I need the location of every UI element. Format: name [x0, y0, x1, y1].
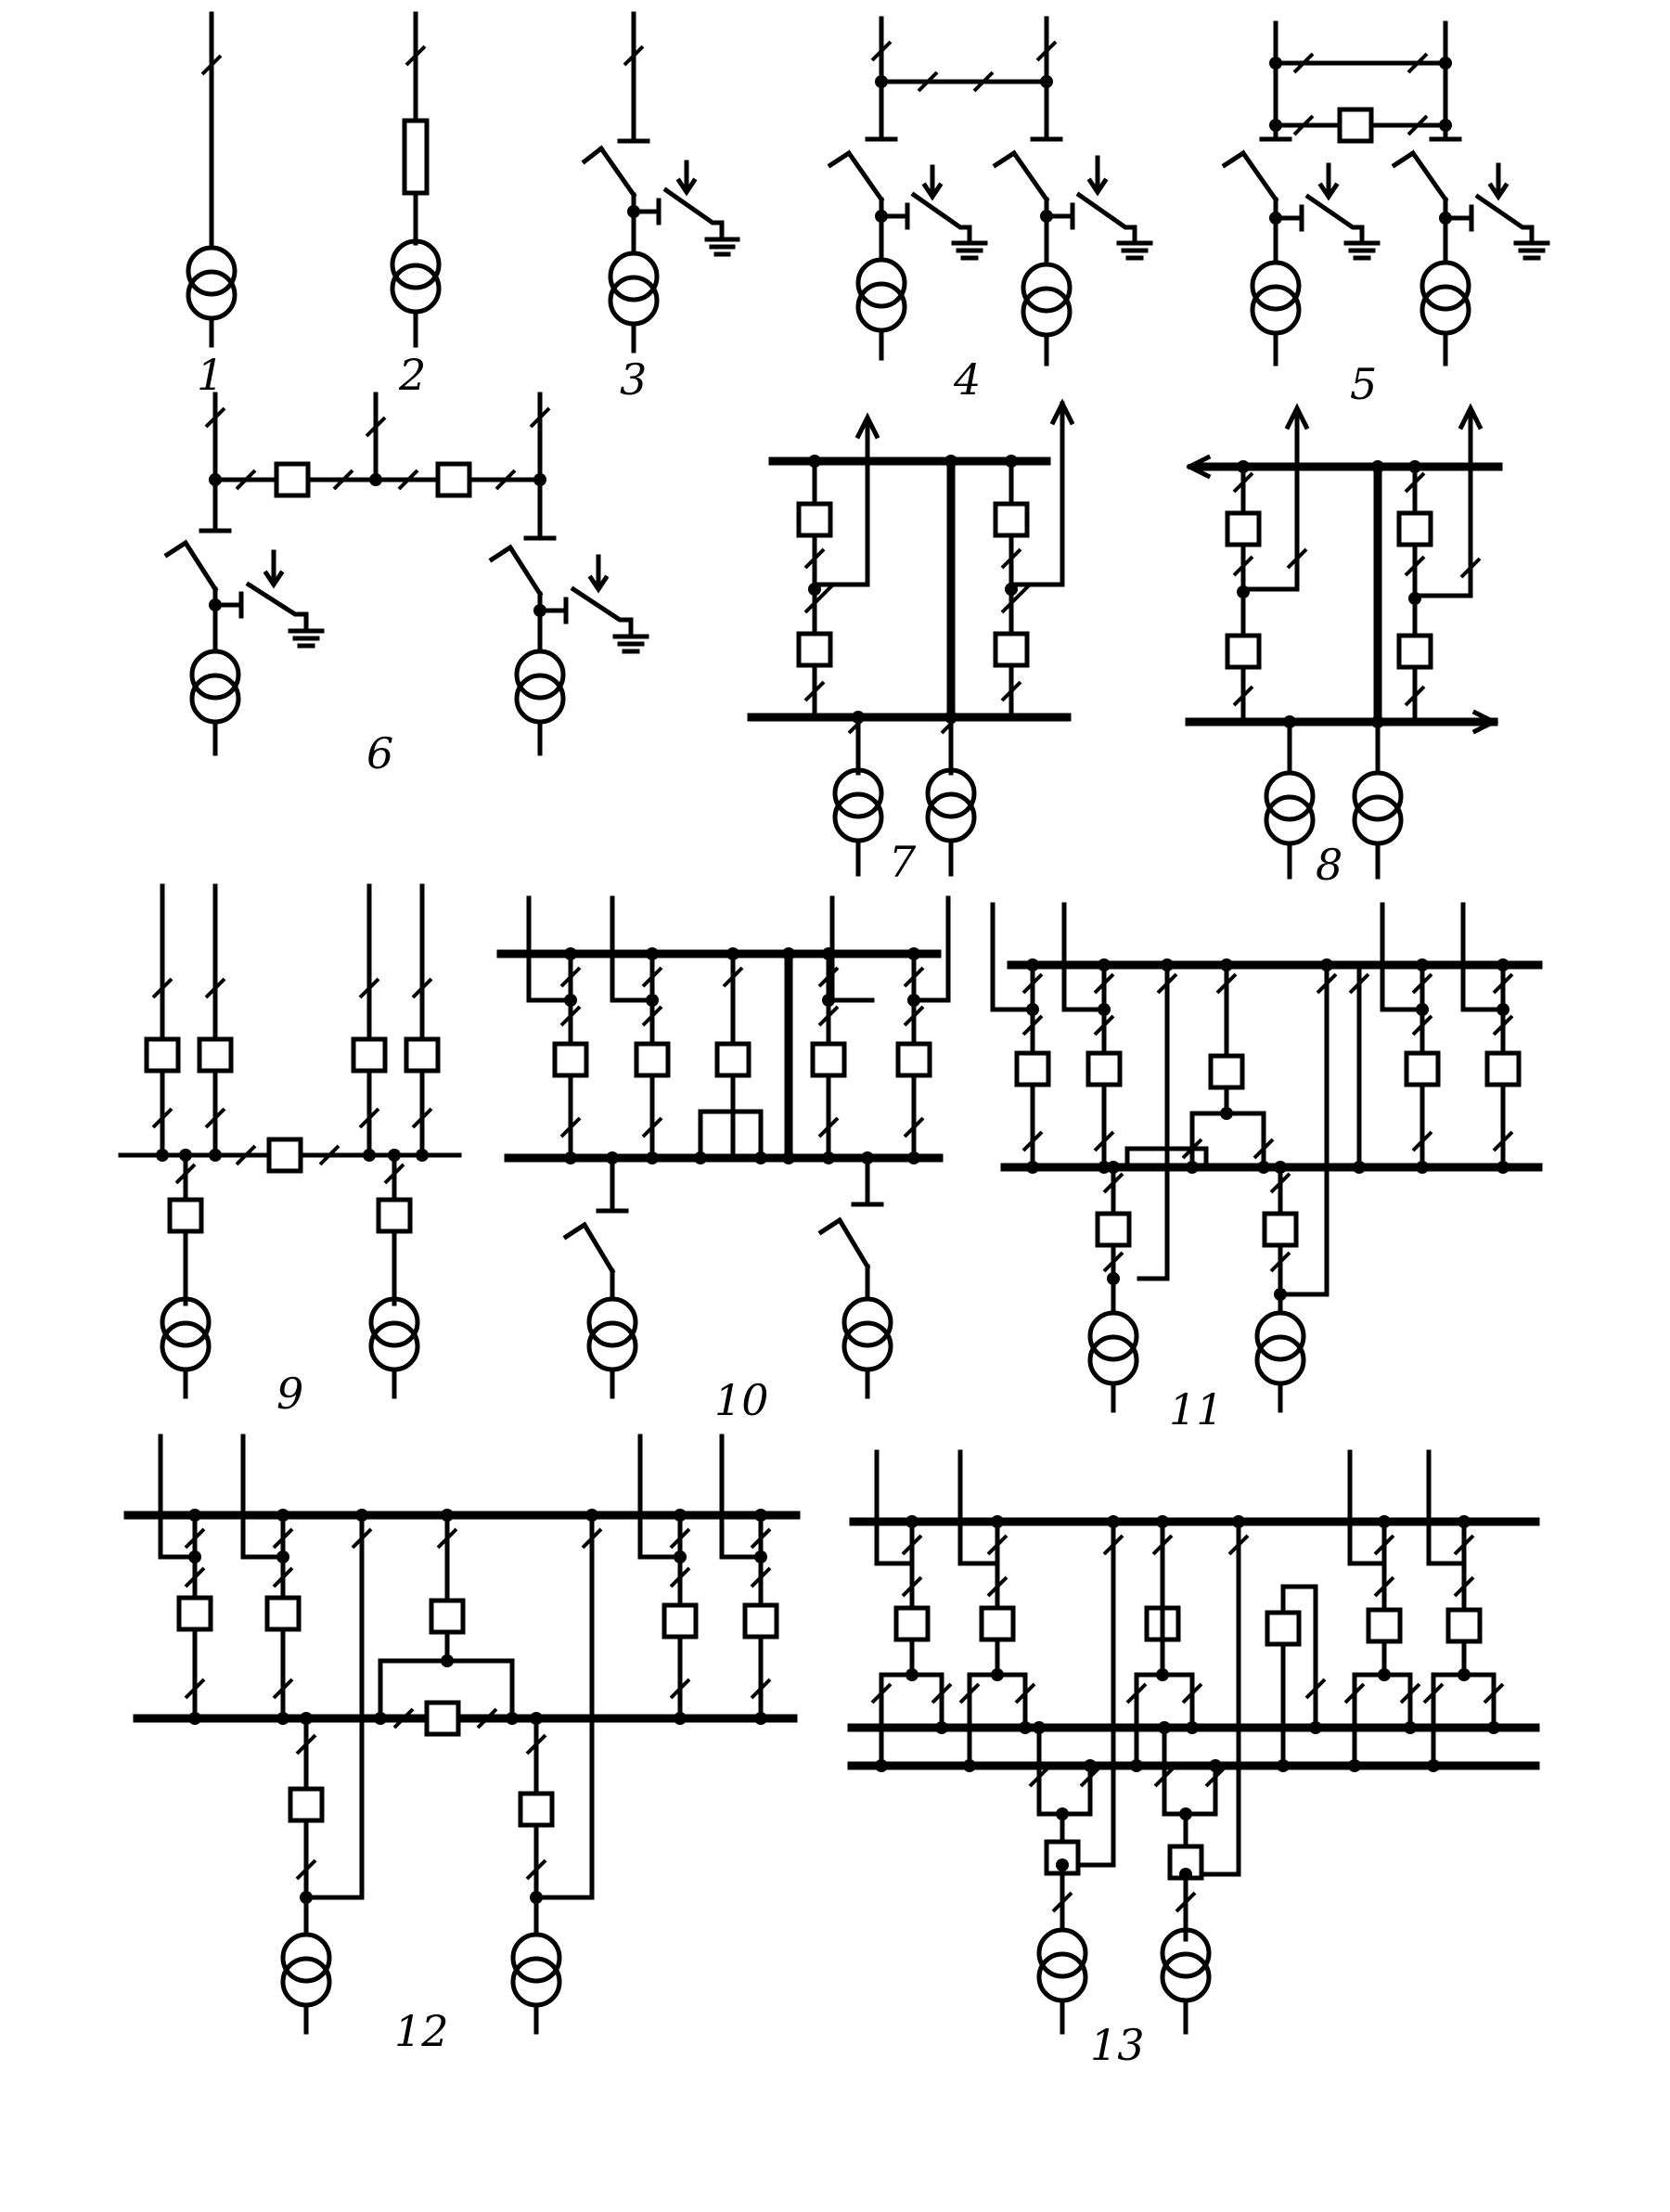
- label-scheme-9: 9: [276, 1369, 303, 1419]
- scheme-1: [186, 11, 238, 348]
- scheme-2: [390, 11, 442, 348]
- breaker-icon: [893, 1605, 931, 1642]
- label-scheme-7: 7: [889, 837, 917, 887]
- breaker-icon: [1337, 107, 1374, 144]
- breaker-icon: [176, 1595, 213, 1632]
- breaker-icon: [1086, 1050, 1123, 1087]
- breaker-icon: [1265, 1610, 1302, 1647]
- breaker-icon: [714, 1041, 752, 1078]
- breaker-icon: [993, 501, 1030, 538]
- label-scheme-1: 1: [197, 350, 224, 400]
- breaker-icon: [264, 1595, 302, 1632]
- breaker-icon: [167, 1197, 204, 1234]
- scheme-7: [747, 398, 1075, 877]
- breaker-icon: [634, 1041, 671, 1078]
- scheme-12: [123, 1434, 801, 2035]
- breaker-icon: [1404, 1050, 1441, 1087]
- label-scheme-12: 12: [394, 2006, 449, 2056]
- breaker-icon: [1225, 633, 1262, 670]
- breaker-icon: [266, 1137, 303, 1174]
- label-scheme-3: 3: [620, 354, 647, 405]
- scheme-13: [847, 1449, 1540, 2035]
- scheme-4: [827, 16, 1153, 367]
- breaker-icon: [429, 1598, 466, 1635]
- label-scheme-4: 4: [953, 354, 981, 405]
- breaker-icon: [274, 461, 311, 498]
- label-scheme-11: 11: [1169, 1384, 1224, 1434]
- breaker-icon: [979, 1605, 1016, 1642]
- label-scheme-13: 13: [1090, 2020, 1145, 2070]
- breaker-icon: [742, 1602, 779, 1640]
- label-scheme-2: 2: [398, 350, 426, 400]
- scheme-9: [118, 883, 462, 1399]
- breaker-icon: [424, 1700, 461, 1737]
- breaker-icon: [895, 1041, 932, 1078]
- label-scheme-6: 6: [366, 728, 393, 778]
- breaker-icon: [435, 461, 472, 498]
- scheme-10: [496, 895, 951, 1399]
- breaker-icon: [1445, 1607, 1483, 1644]
- breaker-icon: [796, 631, 833, 668]
- breaker-icon: [1225, 510, 1262, 547]
- breaker-icon: [1484, 1050, 1522, 1087]
- breaker-icon: [993, 631, 1030, 668]
- breaker-icon: [1095, 1211, 1132, 1248]
- breaker-icon: [144, 1036, 181, 1074]
- breaker-icon: [662, 1602, 699, 1640]
- breaker-icon: [518, 1791, 555, 1828]
- label-scheme-5: 5: [1350, 359, 1377, 409]
- scheme-3: [581, 11, 740, 354]
- transformer-icon: [186, 245, 238, 321]
- breaker-icon: [351, 1036, 388, 1074]
- breaker-icon: [1366, 1607, 1403, 1644]
- breaker-icon: [1396, 510, 1433, 547]
- breaker-icon: [1262, 1211, 1299, 1248]
- label-scheme-10: 10: [714, 1375, 769, 1425]
- breaker-icon: [1396, 633, 1433, 670]
- breaker-icon: [1208, 1053, 1245, 1090]
- scheme-11: [990, 902, 1543, 1413]
- scheme-8: [1185, 403, 1503, 880]
- breaker-icon: [796, 501, 833, 538]
- breaker-icon: [552, 1041, 589, 1078]
- scheme-6: [163, 392, 649, 756]
- scheme-5: [1221, 20, 1550, 367]
- breaker-icon: [810, 1041, 847, 1078]
- breaker-icon: [376, 1197, 413, 1234]
- breaker-icon: [197, 1036, 234, 1074]
- breaker-icon: [404, 1036, 441, 1074]
- label-scheme-8: 8: [1316, 840, 1342, 890]
- scheme-labels: 1 2 3 4 5 6 7 8 9 10 11 12 13: [197, 350, 1377, 2070]
- breaker-icon: [288, 1786, 325, 1823]
- breaker-icon: [1014, 1050, 1051, 1087]
- fuse-icon: [402, 118, 430, 196]
